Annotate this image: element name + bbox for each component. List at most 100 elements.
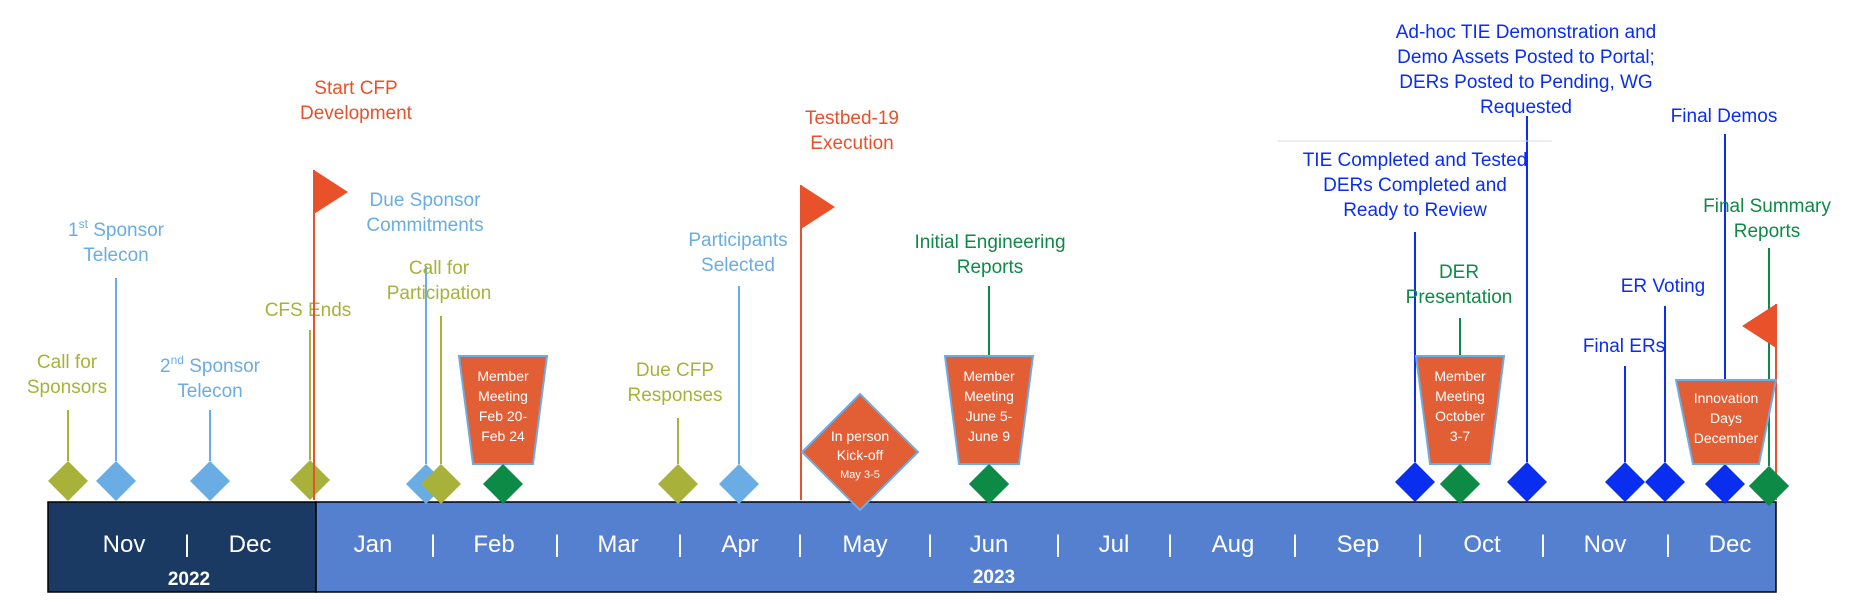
bar-2023: [315, 501, 1777, 593]
month-separator: |: [184, 531, 190, 558]
event-label: Call for: [37, 352, 98, 373]
event-label: Start CFP: [314, 78, 397, 99]
event-label: Ready to Review: [1343, 200, 1487, 221]
event-label: Demo Assets Posted to Portal;: [1397, 47, 1655, 68]
month-dec-2023: Dec: [1709, 531, 1752, 558]
flag-icon: [314, 170, 348, 214]
kickoff-shape: [800, 392, 920, 512]
meeting-label: Meeting: [1435, 388, 1485, 404]
event-label: Due Sponsor: [370, 190, 482, 211]
meeting-label: Feb 20-: [479, 408, 528, 424]
month-feb: Feb: [473, 531, 514, 558]
month-separator: |: [1292, 531, 1298, 558]
diamond-marker-icon: [483, 464, 523, 504]
month-mar: Mar: [597, 531, 638, 558]
flag-icon: [801, 185, 835, 229]
event-label: Final Summary: [1703, 196, 1831, 217]
month-separator: |: [797, 531, 803, 558]
event-label: 2nd Sponsor: [160, 353, 261, 377]
month-separator: |: [1055, 531, 1061, 558]
kickoff-label: Kick-off: [837, 447, 884, 463]
event-label: Telecon: [177, 381, 243, 402]
month-separator: |: [1540, 531, 1546, 558]
diamond-marker-icon: [96, 461, 136, 501]
meeting-label: June 5-: [966, 408, 1013, 424]
month-separator: |: [677, 531, 683, 558]
event-label: Presentation: [1406, 287, 1513, 308]
bar-2022: [47, 501, 317, 593]
event-label: Ad-hoc TIE Demonstration and: [1396, 22, 1657, 43]
event-label: DERs Completed and: [1323, 175, 1507, 196]
month-apr: Apr: [721, 531, 758, 558]
event-label: Final ERs: [1583, 336, 1665, 357]
diamond-marker-icon: [1645, 462, 1685, 502]
event-label: Selected: [701, 255, 775, 276]
meeting-shape: [1674, 379, 1778, 465]
diamond-marker-icon: [1440, 464, 1480, 504]
diamond-marker-icon: [969, 464, 1009, 504]
year-2022: 2022: [168, 569, 210, 590]
month-nov-2022: Nov: [103, 531, 146, 558]
event-label: DERs Posted to Pending, WG: [1399, 72, 1652, 93]
year-2023: 2023: [973, 567, 1015, 588]
meeting-shape: [457, 355, 549, 465]
month-separator: |: [430, 531, 436, 558]
event-label: TIE Completed and Tested: [1303, 150, 1528, 171]
er-voting-event: ER Voting: [1621, 276, 1706, 502]
diamond-marker-icon: [1395, 462, 1435, 502]
event-label: CFS Ends: [265, 300, 352, 321]
month-separator: |: [1417, 531, 1423, 558]
event-label: Due CFP: [636, 360, 714, 381]
event-label: Execution: [810, 133, 893, 154]
diamond-marker-icon: [719, 464, 759, 504]
meeting-label: June 9: [968, 428, 1010, 444]
month-may: May: [842, 531, 887, 558]
month-jun: Jun: [970, 531, 1009, 558]
event-label: Participation: [387, 283, 492, 304]
diamond-marker-icon: [658, 464, 698, 504]
meeting-label: Meeting: [478, 388, 528, 404]
month-jan: Jan: [354, 531, 393, 558]
diamond-marker-icon: [421, 464, 461, 504]
event-label: Sponsors: [27, 377, 107, 398]
meeting-shape: [943, 355, 1035, 465]
event-label: Participants: [688, 230, 787, 251]
event-label: Commitments: [366, 215, 483, 236]
event-label: Testbed-19: [805, 108, 899, 129]
kickoff-date: May 3-5: [840, 469, 880, 481]
meeting-label: Feb 24: [481, 428, 525, 444]
event-label: 1st Sponsor: [68, 217, 165, 241]
event-label: Initial Engineering: [914, 232, 1065, 253]
event-label: Requested: [1480, 97, 1572, 118]
month-jul: Jul: [1099, 531, 1130, 558]
diamond-marker-icon: [1605, 462, 1645, 502]
event-label: Reports: [957, 257, 1024, 278]
meeting-label: December: [1694, 430, 1759, 446]
meeting-label: Member: [477, 368, 529, 384]
event-label: Telecon: [83, 245, 149, 266]
meeting-label: Meeting: [964, 388, 1014, 404]
event-label: Call for: [409, 258, 470, 279]
diamond-marker-icon: [1507, 462, 1547, 502]
month-separator: |: [927, 531, 933, 558]
month-dec-2022: Dec: [229, 531, 272, 558]
event-label: Reports: [1734, 221, 1801, 242]
final-flag-event: [1742, 304, 1777, 500]
event-label: ER Voting: [1621, 276, 1706, 297]
month-oct: Oct: [1463, 531, 1501, 558]
